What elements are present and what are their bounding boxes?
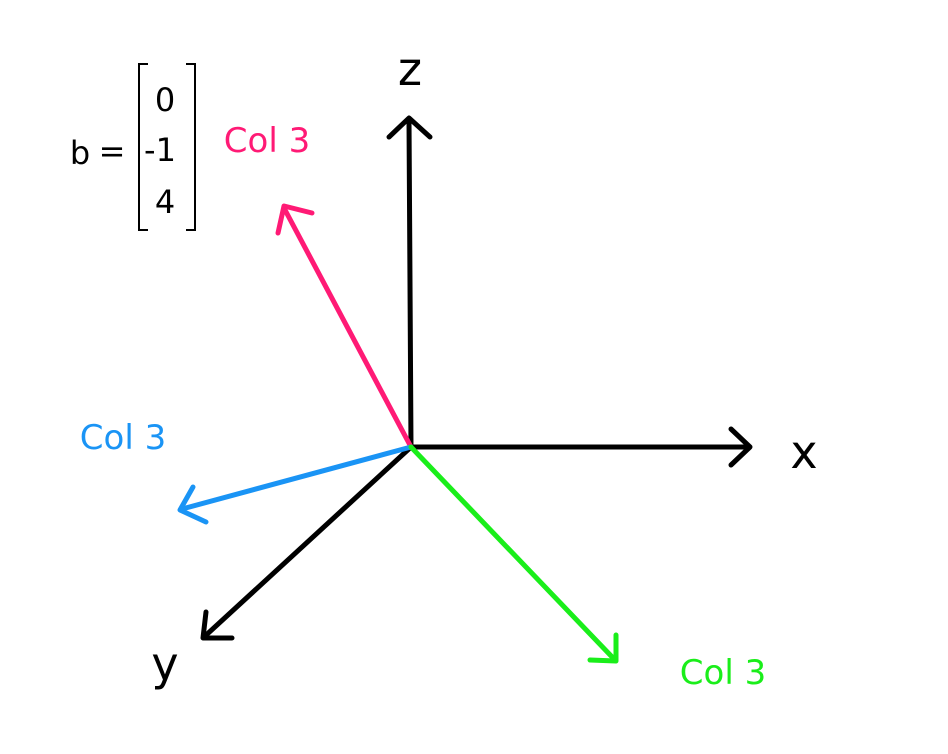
matrix-right-bracket [186,63,196,231]
z-axis-label: z [398,42,422,96]
vector-b-entry: -1 [144,131,176,169]
vector-col3-pink [275,203,414,450]
vector-col3-blue [177,444,414,525]
vector-b-matrix: b = 0 -1 4 [70,63,196,231]
vector-b-equals: = [99,132,126,170]
matrix-left-bracket [138,63,148,231]
vector-b-entry: 4 [155,183,175,221]
vector-b-entry: 0 [155,81,175,119]
vector-col3-green [408,444,619,664]
x-axis-label: x [790,425,817,479]
z-axis [386,115,433,450]
y-axis [200,444,414,641]
vector-label-blue: Col 3 [80,418,166,458]
y-axis-label: y [151,637,178,691]
vector-label-pink: Col 3 [224,121,310,161]
vector-label-green: Col 3 [680,653,766,693]
vector-b-name: b [70,134,90,172]
x-axis [408,426,753,468]
